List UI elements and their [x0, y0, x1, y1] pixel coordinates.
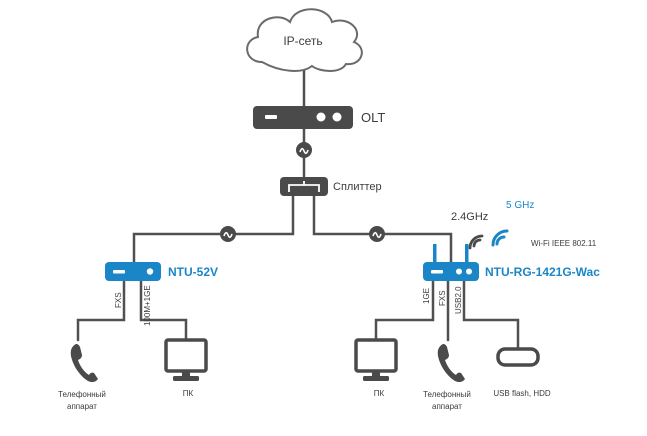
phone-left-label-line2: аппарат [67, 402, 97, 411]
port-label-left-fxs: FXS [114, 292, 123, 308]
wire-ntu52v-phone [76, 278, 126, 342]
phone-icon [70, 344, 98, 383]
band-5-label: 5 GHz [506, 200, 534, 211]
wire-ntu-rg-pc [374, 278, 435, 342]
pc-right-label: ПК [374, 389, 385, 398]
port-label-left-lan: 100M+1GE [143, 285, 152, 326]
phone-right-label-line1: Телефонный [423, 390, 471, 399]
band-24-label: 2.4GHz [451, 211, 488, 223]
phone-right-label-line2: аппарат [432, 402, 462, 411]
fiber-link-icon [369, 226, 385, 242]
pc-icon [354, 338, 398, 381]
wire-ntu-rg-usb [462, 278, 520, 351]
wire-splitter-ntu-rg [312, 192, 453, 264]
phone-left-label-line1: Телефонный [58, 390, 106, 399]
cloud-icon [246, 8, 363, 72]
pc-left-label: ПК [183, 389, 194, 398]
fiber-link-icon [296, 142, 312, 158]
usb-drive-icon [496, 347, 540, 367]
port-label-right-ge: 1GE [422, 288, 431, 304]
port-label-right-fxs: FXS [438, 290, 447, 306]
phone-icon [437, 344, 465, 383]
wire-ntu52v-pc [139, 278, 188, 342]
usb-label: USB flash, HDD [493, 389, 551, 398]
port-label-right-usb: USB2.0 [454, 286, 463, 314]
pc-icon [164, 338, 208, 381]
olt-icon [253, 106, 353, 129]
connections [76, 68, 520, 351]
wire-splitter-ntu52v [132, 192, 295, 264]
wifi-icon [468, 229, 509, 250]
router-icon [105, 262, 161, 281]
splitter-label: Сплиттер [333, 181, 382, 193]
cloud-label: IP-сеть [283, 34, 322, 48]
splitter-icon [280, 177, 328, 196]
ntu-rg-label: NTU-RG-1421G-Wac [485, 265, 600, 279]
fiber-link-icon [220, 226, 236, 242]
wifi-standard-label: Wi-Fi IEEE 802.11 [531, 239, 597, 248]
ntu52v-label: NTU-52V [168, 265, 218, 279]
router-icon [423, 244, 479, 281]
olt-label: OLT [361, 110, 385, 125]
